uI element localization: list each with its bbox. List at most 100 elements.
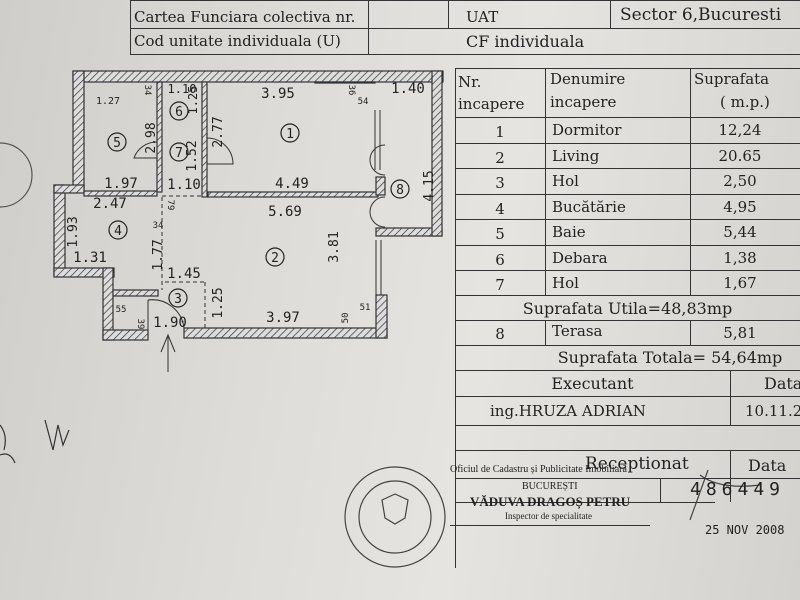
room-nr: 5	[495, 225, 505, 243]
room-nr: 2	[495, 149, 505, 167]
dimension: 1.77	[151, 239, 166, 270]
room-name: Hol	[552, 172, 579, 190]
dimension: 54	[358, 97, 369, 107]
dimension: 2.98	[144, 122, 159, 153]
dimension: 1.25	[186, 86, 200, 115]
dimension: 1.25	[211, 287, 226, 318]
room-area: 20.65	[718, 147, 762, 165]
cod-unitate-label: Cod unitate individuala (U)	[134, 32, 341, 50]
col-header-nr: Nr.	[458, 73, 482, 91]
room-name: Bucătărie	[552, 198, 626, 216]
room-label: 4	[114, 224, 122, 239]
dimension: 1.45	[167, 266, 201, 282]
dimension: 36	[346, 85, 356, 96]
wall	[375, 294, 388, 339]
wall	[375, 176, 386, 196]
dimension: 4.49	[275, 176, 309, 192]
wall	[53, 184, 66, 276]
room-label: 3	[174, 292, 182, 307]
col-header-denumire: incapere	[550, 93, 617, 111]
room-name: Baie	[552, 223, 586, 241]
executant-name: ing.HRUZA ADRIAN	[490, 402, 646, 420]
room-name: Dormitor	[552, 121, 622, 139]
room-nr: 6	[495, 251, 505, 269]
col-header-denumire: Denumire	[550, 70, 626, 88]
wall	[314, 81, 376, 84]
room-label: 6	[175, 105, 183, 120]
dimension: 79	[165, 200, 175, 211]
dimension: 1.31	[73, 250, 107, 266]
wall	[83, 190, 158, 197]
executant-data-label: Data	[764, 374, 800, 393]
room-label: 7	[175, 146, 183, 161]
stamp-city: BUCUREȘTI	[522, 481, 578, 492]
dimension: 2.47	[93, 196, 127, 212]
dimension: 50	[341, 313, 351, 324]
dimension: 1.90	[153, 315, 187, 331]
wall	[102, 267, 114, 341]
suprafata-totala: Suprafata Totala= 54,64mp	[557, 348, 783, 367]
suprafata-utila: Suprafata Utila=48,83mp	[522, 299, 733, 318]
wall	[53, 184, 85, 194]
dimension: 3.95	[261, 86, 295, 102]
stamp-inspector-name: VĂDUVA DRAGOȘ PETRU	[470, 494, 631, 509]
receptionat-data-label: Data	[748, 456, 787, 475]
dimension: 4.15	[422, 170, 437, 201]
dimension: 1.10	[168, 82, 197, 96]
receptionat-label: Receptionat	[585, 454, 689, 474]
uat-value: Sector 6,Bucuresti	[620, 5, 782, 25]
dimension: 1.27	[96, 96, 120, 107]
terasa-nr: 8	[495, 325, 505, 343]
executant-label: Executant	[551, 374, 634, 393]
dimension: 1.52	[185, 140, 200, 171]
dimension: 34	[142, 85, 152, 96]
room-nr: 1	[495, 123, 505, 141]
room-area: 4,95	[723, 198, 757, 216]
stamp-inspector-title: Inspector de specialitate	[505, 511, 592, 521]
signature-mark	[44, 419, 70, 451]
wall	[201, 81, 208, 198]
stamp-office: Oficiul de Cadastru și Publicitate Imobi…	[450, 464, 627, 475]
room-nr: 3	[495, 174, 505, 192]
dimension: 3.81	[327, 231, 342, 262]
col-header-nr: incapere	[458, 95, 525, 113]
dimension: 5.69	[268, 204, 302, 220]
dimension: 2.77	[211, 116, 226, 147]
wall	[207, 191, 379, 198]
dimension: 1.97	[104, 176, 138, 192]
col-header-suprafata: Suprafata	[694, 70, 770, 88]
dimension: 55	[116, 305, 127, 315]
terasa-name: Terasa	[552, 322, 603, 340]
uat-label: UAT	[466, 8, 499, 26]
wall	[112, 289, 159, 297]
room-area: 1,38	[723, 249, 757, 267]
stamp-date: 25 NOV 2008	[705, 523, 785, 537]
official-round-stamp	[344, 466, 446, 568]
dimension: 51	[360, 303, 371, 313]
dimension: 1.40	[391, 81, 425, 97]
wall-top	[72, 70, 444, 83]
dimension: 39	[135, 319, 145, 330]
room-name: Debara	[552, 249, 608, 267]
registration-number: 486449	[690, 479, 786, 500]
wall	[431, 70, 443, 237]
room-label: 8	[396, 183, 404, 198]
room-area: 12,24	[718, 121, 762, 139]
wall	[156, 81, 163, 193]
col-header-suprafata: ( m.p.)	[720, 93, 770, 111]
cf-colectiva-label: Cartea Funciara colectiva nr.	[134, 8, 356, 26]
wall	[102, 329, 149, 341]
wall	[183, 327, 388, 339]
wall	[53, 267, 115, 278]
room-name: Living	[552, 147, 600, 165]
dimension: 1.93	[66, 216, 81, 247]
room-area: 1,67	[723, 274, 757, 292]
dimension: 34	[153, 221, 164, 231]
room-label: 2	[271, 251, 279, 266]
room-area: 2,50	[723, 172, 757, 190]
cf-individuala-label: CF individuala	[466, 32, 585, 51]
wall	[72, 70, 85, 193]
room-label: 5	[113, 136, 121, 151]
